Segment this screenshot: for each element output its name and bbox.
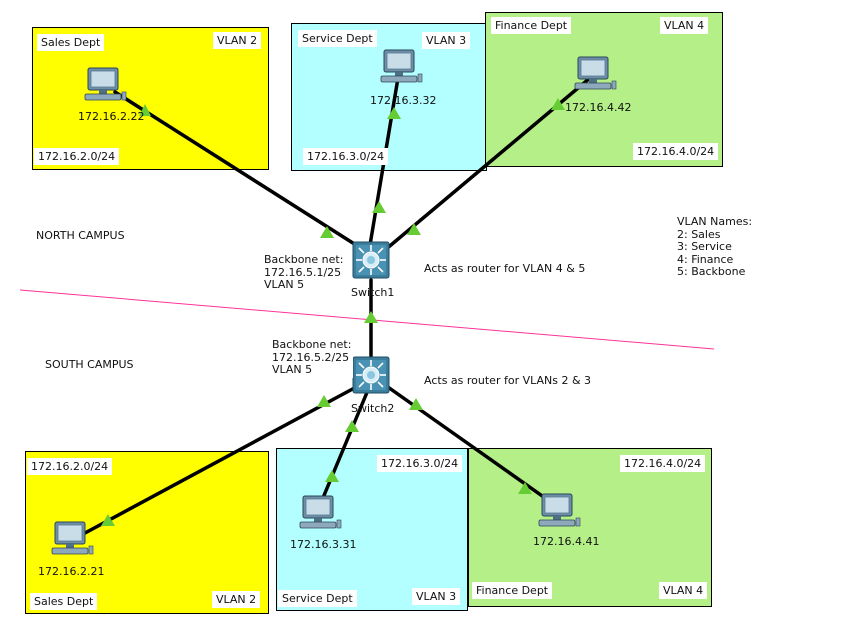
backbone-title: Backbone net: bbox=[264, 253, 344, 266]
vlan-name-item: 4: Finance bbox=[677, 252, 734, 266]
switch1-backbone-info: Backbone net: 172.16.5.1/25 VLAN 5 bbox=[262, 253, 346, 293]
north-finance-subnet-label: 172.16.4.0/24 bbox=[633, 143, 719, 160]
vlan-name-item: 3: Service bbox=[677, 240, 732, 253]
link-up-indicator bbox=[139, 104, 151, 116]
link-up-indicator bbox=[409, 398, 423, 410]
north-finance-zone bbox=[485, 12, 723, 167]
switch1-router-note: Acts as router for VLAN 4 & 5 bbox=[420, 260, 590, 277]
vlan-name-item: 2: Sales bbox=[677, 227, 721, 241]
south-finance-zone bbox=[468, 448, 712, 607]
link-south-sales bbox=[70, 383, 362, 542]
north-finance-dept-label: Finance Dept bbox=[491, 17, 572, 34]
north-finance-pc-ip: 172.16.4.42 bbox=[565, 101, 632, 114]
link-south-service bbox=[318, 388, 370, 507]
south-sales-dept-label: Sales Dept bbox=[30, 593, 98, 610]
south-sales-vlan-label: VLAN 2 bbox=[212, 591, 261, 608]
layer3-switch-icon[interactable] bbox=[352, 356, 390, 394]
link-up-indicator bbox=[320, 226, 334, 238]
layer3-switch-icon[interactable] bbox=[352, 241, 390, 279]
north-service-pc-ip: 172.16.3.32 bbox=[370, 94, 437, 107]
north-sales-dept-label: Sales Dept bbox=[37, 34, 105, 51]
switch1-name-label: Switch1 bbox=[351, 286, 395, 299]
pc-icon[interactable] bbox=[538, 493, 581, 527]
backbone-vlan: VLAN 5 bbox=[272, 363, 313, 376]
link-up-indicator bbox=[372, 201, 386, 213]
vlan-name-item: 5: Backbone bbox=[677, 265, 746, 278]
south-finance-dept-label: Finance Dept bbox=[472, 582, 553, 599]
south-finance-vlan-label: VLAN 4 bbox=[659, 582, 708, 599]
switch2-name-label: Switch2 bbox=[351, 402, 395, 415]
south-service-pc-ip: 172.16.3.31 bbox=[290, 538, 357, 551]
north-service-vlan-label: VLAN 3 bbox=[422, 32, 471, 49]
pc-icon[interactable] bbox=[51, 521, 94, 555]
vlan-names-title: VLAN Names: bbox=[677, 215, 753, 228]
link-up-indicator bbox=[325, 470, 339, 482]
backbone-vlan: VLAN 5 bbox=[264, 278, 305, 291]
south-service-zone bbox=[276, 448, 468, 611]
south-sales-subnet-label: 172.16.2.0/24 bbox=[27, 458, 113, 475]
south-service-vlan-label: VLAN 3 bbox=[412, 588, 461, 605]
link-north-sales bbox=[113, 90, 358, 247]
south-finance-subnet-label: 172.16.4.0/24 bbox=[620, 455, 706, 472]
pc-icon[interactable] bbox=[299, 495, 342, 529]
link-up-indicator bbox=[551, 98, 565, 110]
link-up-indicator bbox=[407, 223, 421, 235]
north-sales-subnet-label: 172.16.2.0/24 bbox=[34, 148, 120, 165]
link-up-indicator bbox=[387, 107, 401, 119]
north-sales-vlan-label: VLAN 2 bbox=[213, 32, 262, 49]
north-service-dept-label: Service Dept bbox=[298, 30, 377, 47]
vlan-names-legend: VLAN Names: 2: Sales 3: Service 4: Finan… bbox=[675, 215, 755, 280]
link-up-indicator bbox=[345, 420, 359, 432]
south-campus-label: SOUTH CAMPUS bbox=[41, 356, 138, 373]
switch2-router-note: Acts as router for VLANs 2 & 3 bbox=[420, 372, 596, 389]
link-up-indicator bbox=[518, 482, 532, 494]
backbone-ip: 172.16.5.2/25 bbox=[272, 350, 350, 364]
link-up-indicator bbox=[317, 395, 331, 407]
south-finance-pc-ip: 172.16.4.41 bbox=[533, 535, 600, 548]
north-service-subnet-label: 172.16.3.0/24 bbox=[303, 148, 389, 165]
backbone-ip: 172.16.5.1/25 bbox=[264, 265, 342, 279]
backbone-title: Backbone net: bbox=[272, 338, 352, 351]
pc-icon[interactable] bbox=[84, 67, 127, 101]
link-up-indicator bbox=[364, 311, 378, 323]
pc-icon[interactable] bbox=[380, 49, 423, 83]
pc-icon[interactable] bbox=[574, 56, 617, 90]
south-sales-pc-ip: 172.16.2.21 bbox=[38, 565, 105, 578]
link-south-finance bbox=[383, 383, 557, 507]
north-sales-pc-ip: 172.16.2.22 bbox=[78, 110, 145, 123]
south-service-subnet-label: 172.16.3.0/24 bbox=[377, 455, 463, 472]
link-up-indicator bbox=[101, 514, 115, 526]
link-indicators bbox=[101, 98, 565, 526]
north-campus-label: NORTH CAMPUS bbox=[32, 227, 129, 244]
north-finance-vlan-label: VLAN 4 bbox=[660, 17, 709, 34]
south-service-dept-label: Service Dept bbox=[278, 590, 357, 607]
switch2-backbone-info: Backbone net: 172.16.5.2/25 VLAN 5 bbox=[270, 338, 354, 378]
